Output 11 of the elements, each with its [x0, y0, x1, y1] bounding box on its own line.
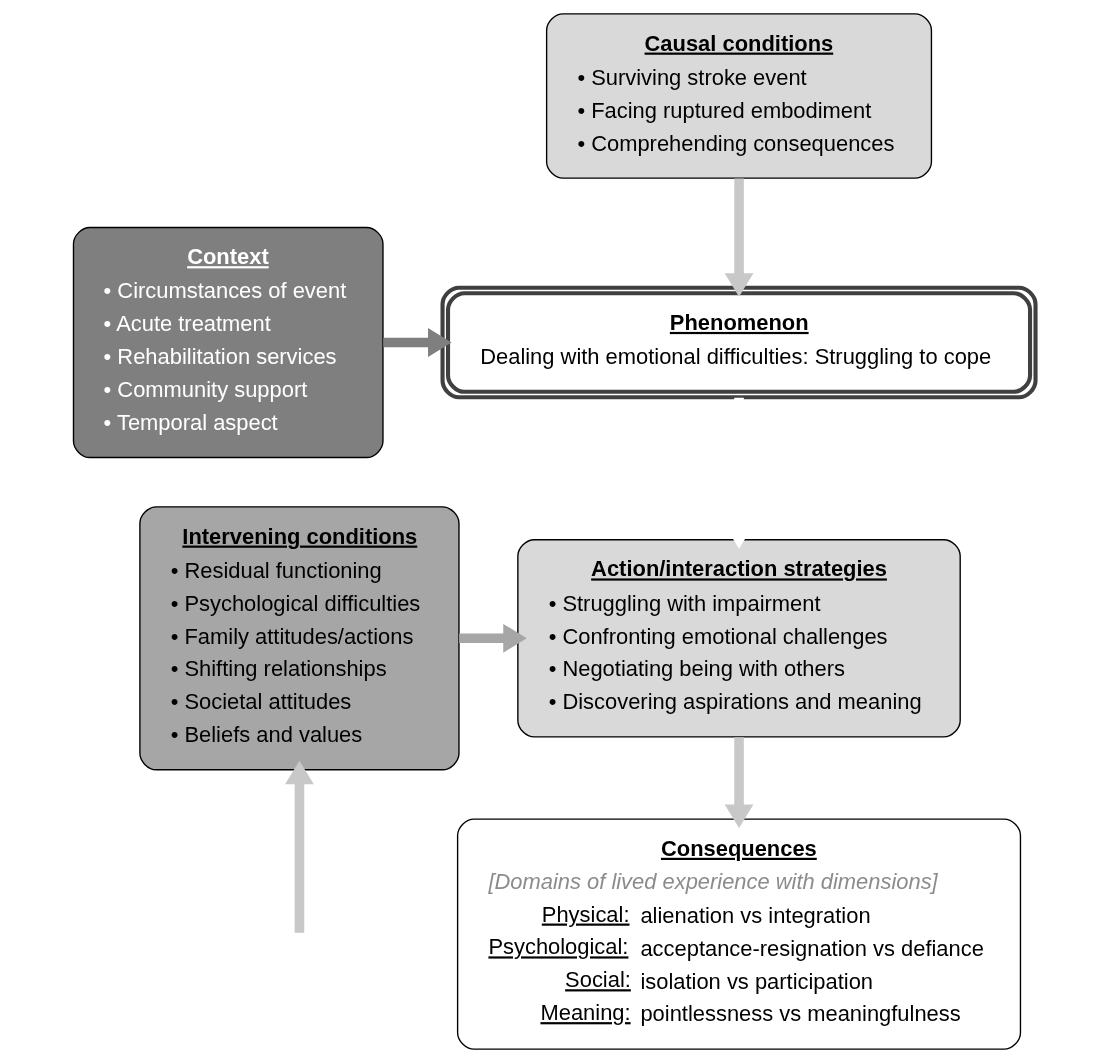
node-box: Consequences [Domains of lived experience with dimensions] Physical: alienation vs integration Psychological: acceptance-resignation vs defiance Social: isolation vs participation Meaning: pointlessness vs meaningfulness — [456, 818, 1022, 1050]
arrow — [724, 737, 754, 828]
arrow — [383, 328, 452, 357]
node-box: Action/interaction strategies • Struggling with impairment • Confronting emotional challenges • Negotiating being with others • Discovering aspirations and meaning — [517, 539, 961, 738]
node-box: Context • Circumstances of event • Acute treatment • Rehabilitation services • Community support • Temporal aspect — [72, 226, 384, 459]
node-box: Intervening conditions • Residual functioning • Psychological difficulties • Family attitudes/actions • Shifting relationships • Societal attitudes • Beliefs and values — [139, 506, 460, 771]
arrow — [459, 623, 527, 653]
node-box: Causal conditions • Surviving stroke event • Facing ruptured embodiment • Comprehending consequences — [545, 13, 933, 179]
node-box: Phenomenon Dealing with emotional difficulties: Struggling to cope — [440, 285, 1038, 400]
arrow — [285, 760, 314, 933]
arrow — [724, 178, 754, 297]
